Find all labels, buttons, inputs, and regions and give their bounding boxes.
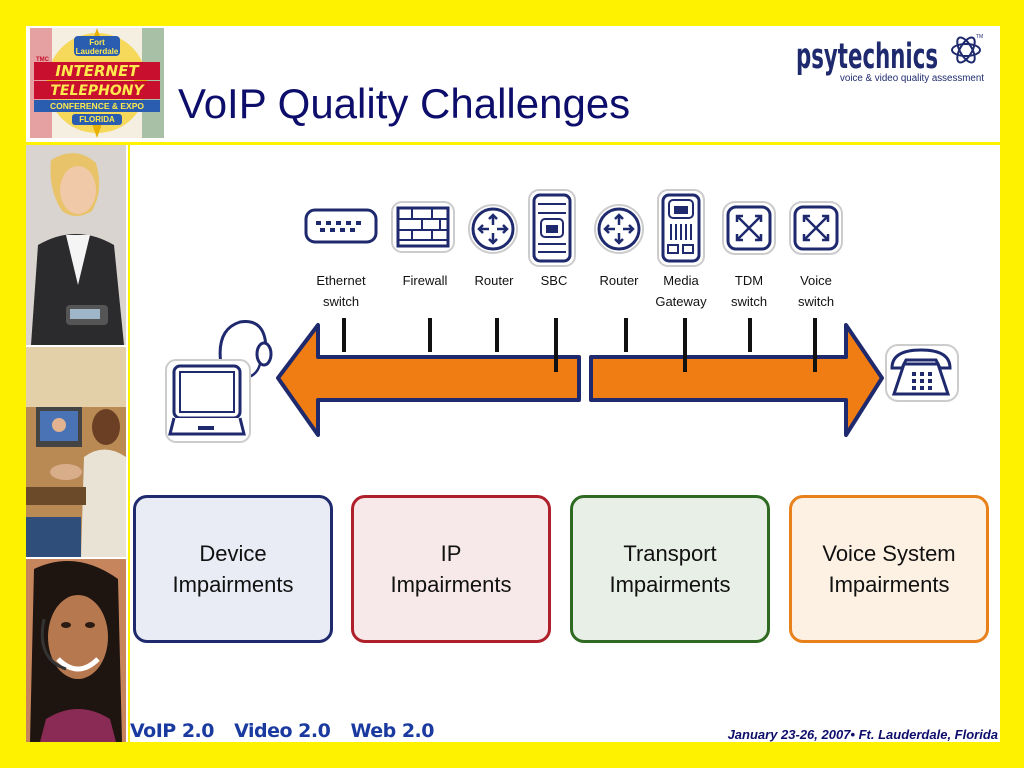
- voice-switch-icon: [789, 201, 843, 255]
- device-label-sbc: SBC: [541, 270, 568, 291]
- brand-tm: TM: [976, 34, 983, 40]
- impairment-box: IP Impairments: [351, 495, 551, 643]
- device-label-line2: Gateway: [655, 294, 707, 309]
- device-label-voice-switch: Voice switch: [798, 270, 834, 312]
- firewall-icon: [391, 201, 455, 253]
- sbc-icon: [528, 189, 576, 267]
- device-label-line2: switch: [730, 294, 768, 309]
- router-icon: [468, 204, 518, 254]
- device-label-router-1: Router: [474, 270, 513, 291]
- footer-date-location: January 23-26, 2007• Ft. Lauderdale, Flo…: [727, 727, 998, 742]
- atom-icon: [951, 36, 981, 64]
- impairment-line1: Transport: [623, 541, 717, 566]
- router-icon: [594, 204, 644, 254]
- device-label-firewall: Firewall: [403, 270, 448, 291]
- logo-line4: TELEPHONY: [50, 83, 145, 99]
- photo-sidebar: [26, 145, 130, 742]
- device-label-line1: TDM: [734, 273, 764, 288]
- arrow-left: [276, 323, 581, 437]
- brand-tagline: voice & video quality assessment: [840, 73, 984, 84]
- photo-video-caller: [26, 347, 126, 557]
- photo-headset-agent: [26, 559, 126, 742]
- network-diagram: [165, 189, 959, 443]
- media-gateway-icon: [657, 189, 705, 267]
- device-label-line1: Router: [599, 273, 639, 288]
- footer-tags: VoIP 2.0 Video 2.0 Web 2.0: [130, 720, 448, 742]
- impairment-line1: IP: [440, 541, 462, 566]
- phone-icon: [885, 344, 959, 402]
- device-label-line2: switch: [797, 294, 835, 309]
- device-label-line1: SBC: [540, 273, 568, 288]
- impairment-line2: Impairments: [172, 572, 294, 597]
- impairment-line2: Impairments: [609, 572, 731, 597]
- arrow-right: [589, 323, 884, 437]
- event-logo: Fort Lauderdale INTERNET TELEPHONY CONFE…: [30, 28, 164, 138]
- laptop-headset-icon: [165, 317, 273, 443]
- footer-tag-video: Video 2.0: [234, 720, 331, 742]
- impairment-line1: Device: [199, 541, 267, 566]
- page-title: VoIP Quality Challenges: [178, 80, 631, 127]
- footer-tag-web: Web 2.0: [350, 720, 434, 742]
- photo-businesswoman: [26, 145, 126, 345]
- logo-line5: CONFERENCE & EXPO: [50, 101, 144, 111]
- brand-name: psytechnics: [796, 37, 938, 77]
- logo-line3: INTERNET: [55, 62, 140, 80]
- device-label-line1: Voice: [800, 273, 832, 288]
- device-label-line1: Ethernet: [316, 273, 366, 288]
- slide-header: [26, 26, 1000, 145]
- device-label-router-2: Router: [599, 270, 638, 291]
- device-label-line2: switch: [322, 294, 360, 309]
- device-label-line1: Router: [474, 273, 514, 288]
- device-label-tdm-switch: TDM switch: [731, 270, 767, 312]
- tdm-switch-icon: [722, 201, 776, 255]
- brand-logo: psytechnics voice & video quality assess…: [796, 34, 984, 84]
- logo-line6: FLORIDA: [79, 115, 115, 124]
- impairment-line2: Impairments: [828, 572, 950, 597]
- impairment-line2: Impairments: [390, 572, 512, 597]
- footer-tag-voip: VoIP 2.0: [130, 720, 215, 742]
- logo-line2: Lauderdale: [76, 47, 119, 56]
- device-label-line1: Media: [663, 273, 699, 288]
- logo-badge: TMC: [36, 57, 50, 63]
- impairment-line1: Voice System: [822, 541, 956, 566]
- device-label-line1: Firewall: [402, 273, 448, 288]
- ethernet-switch-icon: [304, 208, 378, 244]
- device-label-ethernet-switch: Ethernet switch: [316, 270, 365, 312]
- logo-line1: Fort: [89, 38, 105, 47]
